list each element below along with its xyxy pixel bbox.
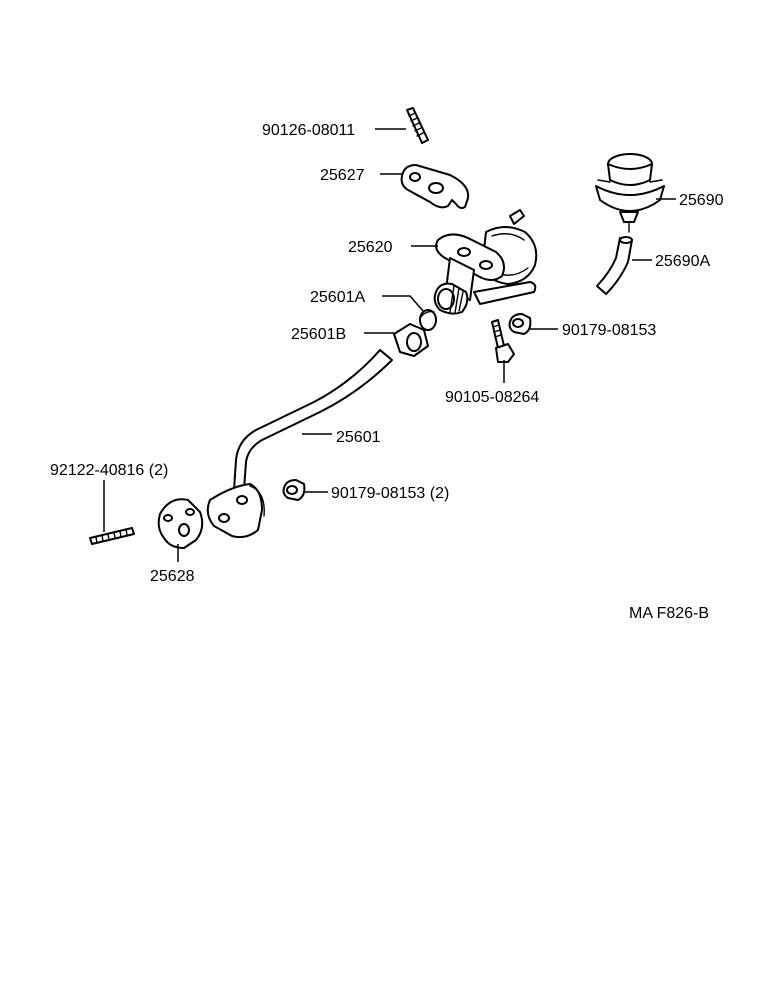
label-25620: 25620 bbox=[348, 239, 393, 256]
nut-90179-08153-upper bbox=[508, 313, 532, 335]
label-25690A: 25690A bbox=[655, 253, 710, 270]
stud-90126-08011 bbox=[406, 107, 429, 144]
label-25628: 25628 bbox=[150, 568, 195, 585]
label-90105-08264: 90105-08264 bbox=[445, 389, 539, 406]
hose-25690A bbox=[596, 236, 633, 295]
bolt-90105-08264 bbox=[491, 319, 515, 363]
gasket-25601A bbox=[419, 309, 437, 331]
egr-pipe-25601 bbox=[206, 349, 393, 539]
label-25601A: 25601A bbox=[310, 289, 365, 306]
label-90126-08011: 90126-08011 bbox=[262, 122, 355, 139]
egr-valve-25620 bbox=[433, 209, 538, 315]
egr-modulator-25690 bbox=[595, 153, 665, 233]
gasket-25628 bbox=[157, 498, 204, 549]
label-25601B: 25601B bbox=[291, 326, 346, 343]
label-25627: 25627 bbox=[320, 167, 365, 184]
label-90179-08153-upper: 90179-08153 bbox=[562, 322, 656, 339]
nut-25601B bbox=[393, 323, 429, 357]
label-92122-40816: 92122-40816 (2) bbox=[50, 462, 168, 479]
stud-92122-40816 bbox=[89, 527, 135, 545]
leader-25601A bbox=[382, 295, 425, 313]
nut-90179-08153-lower bbox=[282, 479, 306, 501]
label-25601: 25601 bbox=[336, 429, 381, 446]
label-25690: 25690 bbox=[679, 192, 724, 209]
gasket-25627 bbox=[400, 164, 470, 209]
label-90179-08153-lower: 90179-08153 (2) bbox=[331, 485, 449, 502]
figure-code: MA F826-B bbox=[629, 605, 709, 622]
